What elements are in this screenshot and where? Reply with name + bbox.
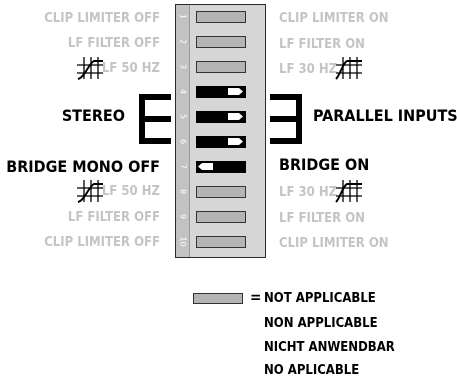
parallel-inputs-label: PARALLEL INPUTS [313, 106, 457, 125]
lf-30hz-bottom-label: LF 30 HZ [279, 185, 338, 200]
lf-50hz-bottom-label: LF 50 HZ [101, 184, 160, 199]
clip-limiter-on-bottom-label: CLIP LIMITER ON [279, 236, 389, 251]
legend-text-es: NO APLICABLE [264, 363, 360, 378]
switch-number-strip [176, 5, 190, 257]
filter-30hz-curve-icon [335, 180, 362, 203]
dip-switch-5[interactable] [196, 111, 246, 123]
switch-toggle-right [228, 138, 243, 145]
switch-number-8: 8 [178, 188, 188, 195]
switch-number-9: 9 [178, 213, 188, 220]
dip-switch-4[interactable] [196, 86, 246, 98]
clip-limiter-off-bottom-label: CLIP LIMITER OFF [44, 235, 160, 250]
dip-switch-9[interactable] [196, 211, 246, 223]
switch-number-1: 1 [178, 13, 188, 20]
switch-number-4: 4 [178, 88, 188, 95]
stereo-label: STEREO [61, 106, 125, 125]
dip-switch-8[interactable] [196, 186, 246, 198]
dip-switch-1[interactable] [196, 11, 246, 23]
clip-limiter-off-top-label: CLIP LIMITER OFF [44, 11, 160, 26]
not-applicable-swatch [193, 293, 243, 304]
dip-switch-7[interactable] [196, 161, 246, 173]
switch-toggle-right [228, 88, 243, 95]
lf-filter-on-top-label: LF FILTER ON [279, 37, 365, 52]
switch-number-10: 10 [178, 236, 188, 247]
switch-toggle-right [228, 113, 243, 120]
switch-toggle-left [198, 163, 213, 170]
legend-text-fr: NON APPLICABLE [264, 316, 378, 331]
dip-switch-2[interactable] [196, 36, 246, 48]
dip-switch-6[interactable] [196, 136, 246, 148]
switch-number-7: 7 [178, 163, 188, 170]
dip-switch-10[interactable] [196, 236, 246, 248]
switch-number-2: 2 [178, 38, 188, 45]
switch-number-6: 6 [178, 138, 188, 145]
lf-30hz-top-label: LF 30 HZ [279, 62, 338, 77]
lf-filter-off-bottom-label: LF FILTER OFF [67, 210, 160, 225]
legend-equals: = [250, 288, 262, 306]
lf-50hz-top-label: LF 50 HZ [101, 61, 160, 76]
dip-switch-block: 1 2 3 4 5 6 7 8 9 10 [175, 4, 266, 258]
switch-number-3: 3 [178, 63, 188, 70]
bridge-on-label: BRIDGE ON [279, 155, 370, 174]
legend-text-de: NICHT ANWENDBAR [264, 340, 395, 355]
clip-limiter-on-top-label: CLIP LIMITER ON [279, 11, 389, 26]
legend-text-en: NOT APPLICABLE [264, 291, 376, 306]
bridge-mono-off-label: BRIDGE MONO OFF [6, 157, 160, 176]
dip-switch-3[interactable] [196, 61, 246, 73]
filter-50hz-curve-icon [77, 57, 103, 80]
lf-filter-off-top-label: LF FILTER OFF [67, 36, 160, 51]
switch-number-5: 5 [178, 113, 188, 120]
filter-30hz-curve-icon [335, 57, 362, 80]
lf-filter-on-bottom-label: LF FILTER ON [279, 211, 365, 226]
filter-50hz-curve-icon [77, 180, 103, 203]
